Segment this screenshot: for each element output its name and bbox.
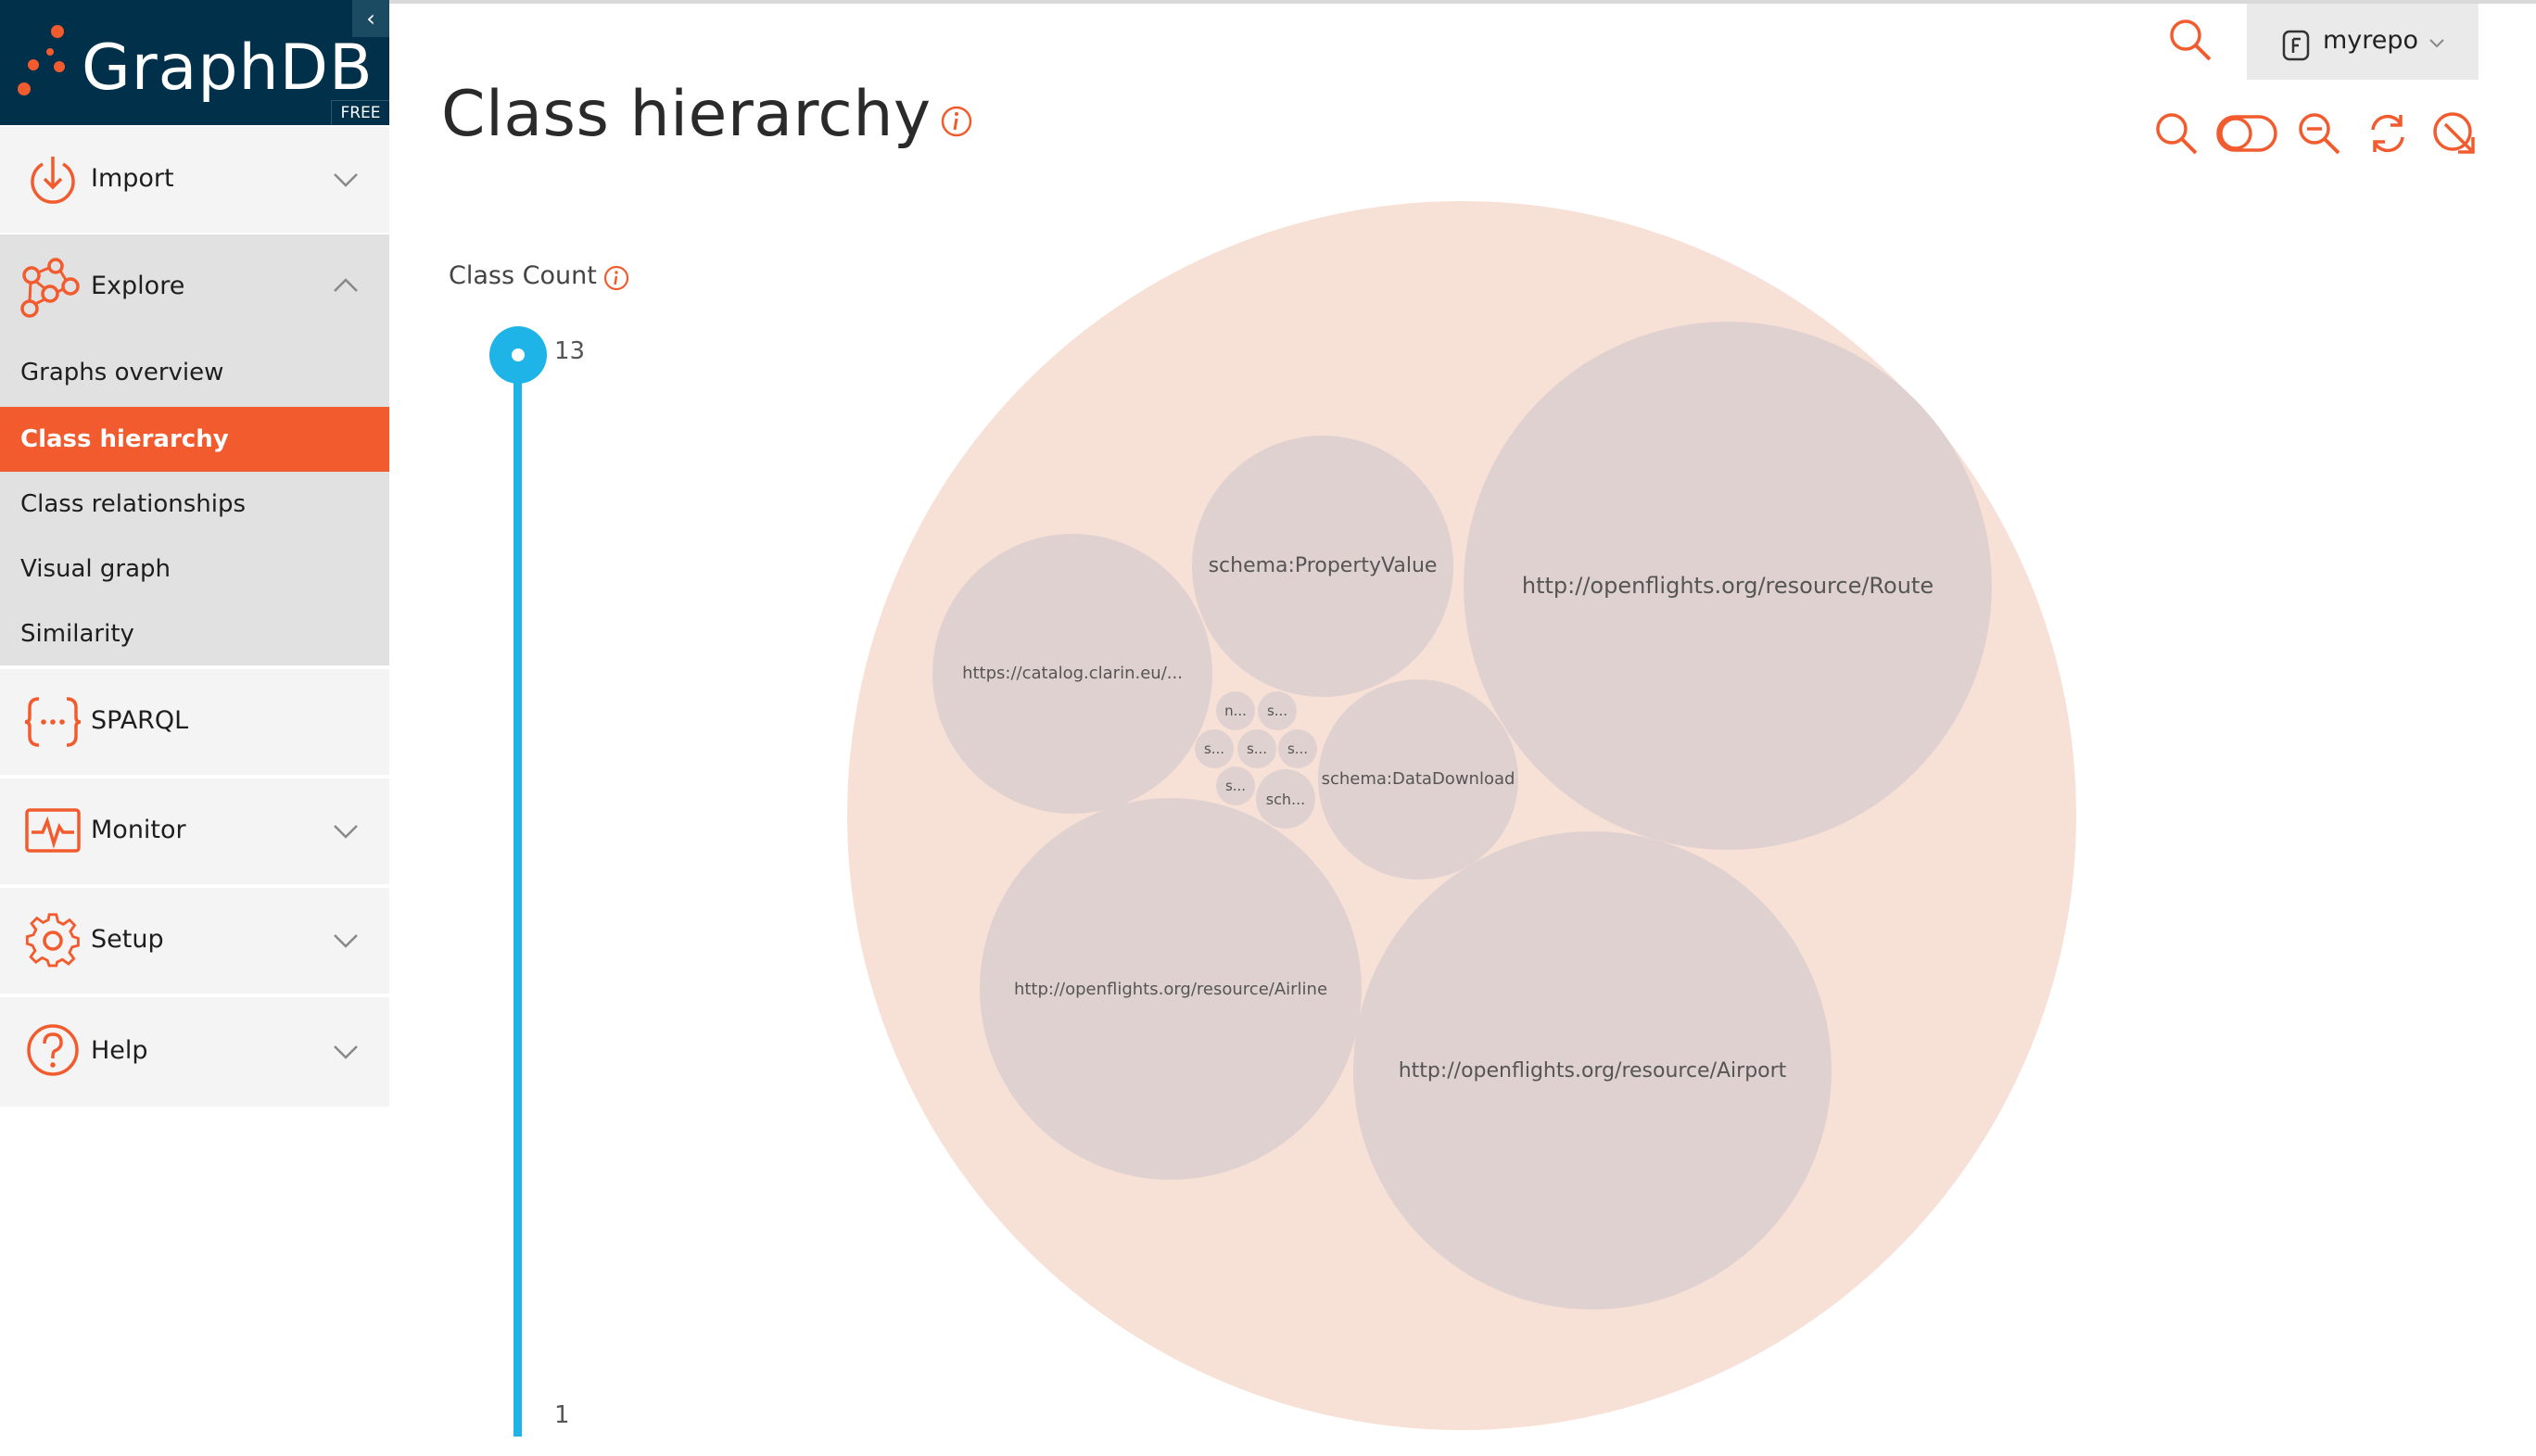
menu-explore-label: Explore <box>91 272 185 300</box>
menu-import[interactable]: Import <box>0 127 389 234</box>
class-circle-small[interactable] <box>1216 691 1255 730</box>
class-label-small: n... <box>1224 703 1247 719</box>
edition-badge: FREE <box>331 100 389 125</box>
slider-handle-dot <box>512 348 525 361</box>
sidebar: GraphDB FREE ‹ Import Explore <box>0 0 389 1456</box>
export-icon[interactable] <box>2430 109 2479 158</box>
class-circle-small[interactable] <box>1256 769 1315 829</box>
refresh-icon[interactable] <box>2364 109 2412 158</box>
top-border <box>389 0 2536 4</box>
menu-monitor[interactable]: Monitor <box>0 779 389 886</box>
toggle-icon[interactable] <box>2215 109 2278 158</box>
menu-sparql[interactable]: SPARQL <box>0 669 389 777</box>
database-icon <box>2282 30 2310 61</box>
submenu-graphs-overview[interactable]: Graphs overview <box>20 359 224 386</box>
class-circle-route[interactable] <box>1464 322 1992 850</box>
class-label-clarin: https://catalog.clarin.eu/... <box>962 664 1183 683</box>
menu-monitor-label: Monitor <box>91 816 186 844</box>
help-icon <box>27 1024 79 1076</box>
class-count-slider-track[interactable] <box>514 352 522 1437</box>
chevron-down-icon <box>334 825 358 839</box>
class-label-property-value: schema:PropertyValue <box>1209 554 1438 577</box>
submenu-similarity[interactable]: Similarity <box>20 620 134 648</box>
info-icon[interactable] <box>602 264 630 292</box>
class-count-slider-handle[interactable] <box>489 326 547 384</box>
page-title: Class hierarchy <box>441 78 932 151</box>
class-circle-property-value[interactable] <box>1192 436 1453 697</box>
class-label-small: s... <box>1247 741 1267 757</box>
chevron-up-icon <box>334 278 358 292</box>
class-circle-data-download[interactable] <box>1318 679 1518 880</box>
menu-help-label: Help <box>91 1036 148 1065</box>
submenu-class-relationships[interactable]: Class relationships <box>20 490 247 518</box>
chevron-down-icon <box>334 1045 358 1059</box>
repository-selector[interactable]: myrepo <box>2247 4 2479 80</box>
search-icon[interactable] <box>2152 109 2200 158</box>
repository-name: myrepo <box>2323 26 2419 55</box>
menu-help[interactable]: Help <box>0 997 389 1108</box>
brand-name: GraphDB <box>82 32 374 105</box>
class-circle-airport[interactable] <box>1353 831 1832 1310</box>
class-label-airline: http://openflights.org/resource/Airline <box>1014 980 1327 999</box>
class-label-small: s... <box>1225 778 1246 794</box>
class-label-route: http://openflights.org/resource/Route <box>1522 573 1934 599</box>
submenu-class-hierarchy[interactable]: Class hierarchy <box>0 407 389 472</box>
import-icon <box>31 157 75 204</box>
class-circle-small[interactable] <box>1278 729 1317 768</box>
class-label-small: s... <box>1204 741 1224 757</box>
class-circle-small[interactable] <box>1195 729 1234 768</box>
class-circle-airline[interactable] <box>980 798 1362 1180</box>
info-icon[interactable] <box>939 104 974 139</box>
menu-setup[interactable]: Setup <box>0 888 389 995</box>
submenu-visual-graph[interactable]: Visual graph <box>20 555 171 583</box>
class-label-airport: http://openflights.org/resource/Airport <box>1399 1059 1787 1083</box>
menu-sparql-label: SPARQL <box>91 706 189 735</box>
graphdb-logo-icon <box>18 25 65 95</box>
class-label-small: sch... <box>1266 791 1306 808</box>
chevron-down-icon <box>334 173 358 187</box>
chevron-down-icon <box>334 934 358 948</box>
class-label-small: s... <box>1267 703 1287 719</box>
slider-min-value: 1 <box>554 1401 570 1429</box>
class-circle-small[interactable] <box>1258 691 1297 730</box>
monitor-icon <box>25 808 81 853</box>
chevron-down-icon <box>2429 39 2444 48</box>
collapse-sidebar-button[interactable]: ‹ <box>352 0 389 37</box>
class-circle-small[interactable] <box>1216 766 1255 805</box>
class-count-label: Class Count <box>449 261 597 290</box>
explore-submenu: Graphs overview Class hierarchy Class re… <box>0 340 389 665</box>
explore-icon <box>20 258 80 318</box>
class-circle-small[interactable] <box>1237 729 1276 768</box>
gear-icon <box>25 913 80 968</box>
search-icon[interactable] <box>2167 17 2213 63</box>
logo[interactable]: GraphDB FREE ‹ <box>0 0 389 125</box>
menu-setup-label: Setup <box>91 925 164 954</box>
class-label-data-download: schema:DataDownload <box>1322 769 1515 789</box>
class-circle-clarin[interactable] <box>932 534 1212 814</box>
class-label-small: s... <box>1287 741 1308 757</box>
menu-explore[interactable]: Explore <box>0 234 389 340</box>
slider-max-value: 13 <box>554 337 586 365</box>
sparql-icon <box>24 697 82 747</box>
zoom-out-icon[interactable] <box>2295 109 2343 158</box>
menu-import-label: Import <box>91 164 174 193</box>
